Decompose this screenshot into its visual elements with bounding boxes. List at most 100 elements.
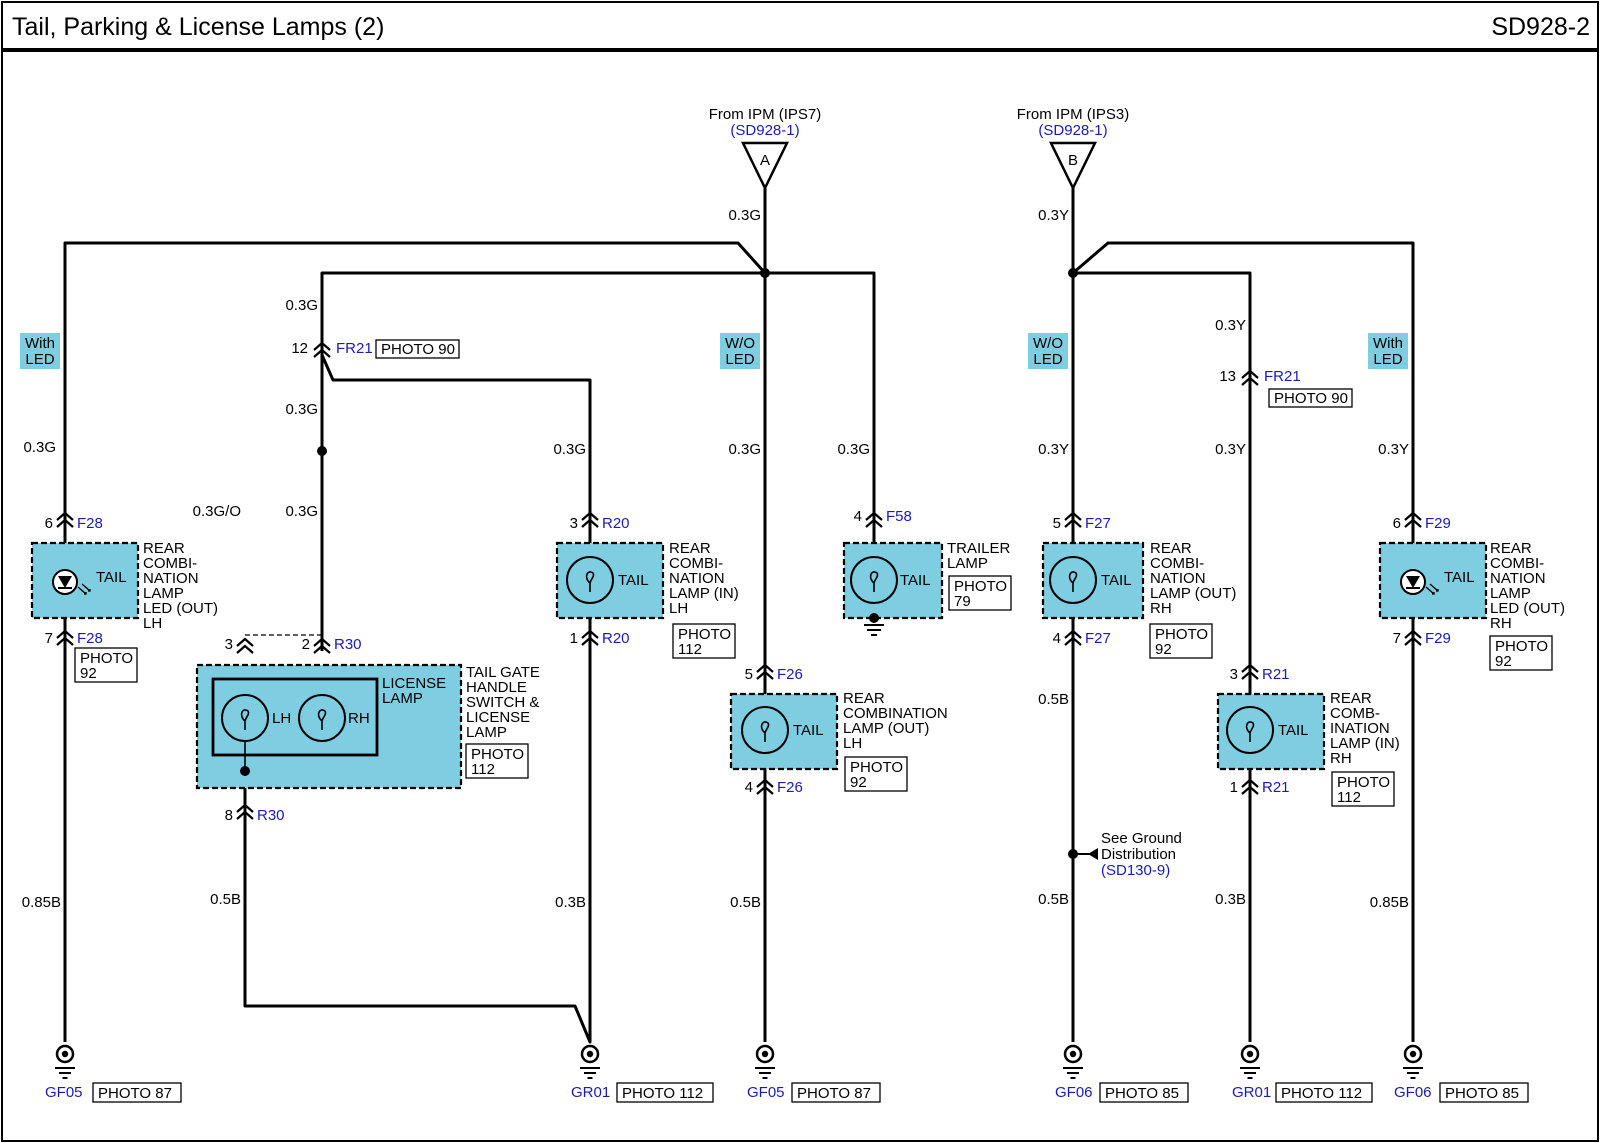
svg-text:4: 4 [745,779,753,796]
rear-combination-lamp-led-lh-label: REAR COMBI- NATION LAMP LED (OUT) LH [143,540,218,632]
svg-text:PHOTO 90: PHOTO 90 [381,341,455,358]
connector-f27-out: 4 F27 [1053,629,1111,647]
svg-text:COMBI-: COMBI- [143,555,197,572]
source-a-terminal-icon [740,141,790,191]
svg-text:NATION: NATION [1150,570,1206,587]
svg-text:TAIL: TAIL [96,569,127,586]
connector-fr21-b: 13 FR21 PHOTO 90 [1219,368,1353,408]
svg-text:6: 6 [1393,515,1401,532]
ground-gr01-left: GR01 PHOTO 112 [571,1044,714,1103]
svg-text:(SD130-9): (SD130-9) [1101,862,1170,879]
svg-text:F29: F29 [1425,630,1451,647]
svg-text:F28: F28 [77,630,103,647]
svg-text:0.3G: 0.3G [285,401,318,418]
svg-text:GF05: GF05 [747,1084,785,1101]
svg-text:NATION: NATION [669,570,725,587]
svg-text:PHOTO 112: PHOTO 112 [622,1085,703,1102]
svg-text:REAR: REAR [1330,690,1372,707]
connector-r30-b: 2 R30 [302,636,362,655]
svg-text:SWITCH &: SWITCH & [466,694,539,711]
ground-gf05-left: GF05 PHOTO 87 [45,1044,182,1103]
rear-combination-lamp-led-rh-label: REAR COMBI- NATION LAMP LED (OUT) RH [1490,540,1565,632]
svg-text:COMBI-: COMBI- [669,555,723,572]
svg-text:0.3B: 0.3B [555,894,586,911]
with-led-tag-left: With [25,335,55,352]
trailer-ground-icon [864,624,884,636]
svg-text:REAR: REAR [1150,540,1192,557]
svg-text:R20: R20 [602,630,630,647]
svg-text:92: 92 [850,774,867,791]
ground-gr01-right: GR01 PHOTO 112 [1232,1044,1373,1103]
svg-text:NATION: NATION [143,570,199,587]
wire-b-led-rh [1072,241,1415,1042]
svg-text:0.3G: 0.3G [728,441,761,458]
svg-text:R30: R30 [257,807,285,824]
svg-text:F28: F28 [77,515,103,532]
svg-text:Distribution: Distribution [1101,846,1176,863]
svg-text:LED: LED [1373,351,1402,368]
svg-text:LAMP (IN): LAMP (IN) [1330,735,1400,752]
svg-text:0.3Y: 0.3Y [1038,441,1069,458]
wire-a-license [243,271,765,1044]
ground-distribution-label: See Ground Distribution (SD130-9) [1101,830,1182,879]
svg-text:7: 7 [45,630,53,647]
svg-text:PHOTO 87: PHOTO 87 [797,1085,871,1102]
with-led-tag-right: With [1373,335,1403,352]
svg-text:LH: LH [272,710,291,727]
svg-text:R21: R21 [1262,779,1290,796]
source-b-terminal-icon [1048,141,1098,191]
svg-text:13: 13 [1219,368,1236,385]
svg-text:F26: F26 [777,779,803,796]
connector-f26-in: 5 F26 [745,663,803,683]
source-b-letter: B [1068,152,1078,169]
svg-text:LED: LED [725,351,754,368]
svg-text:NATION: NATION [1490,570,1546,587]
svg-text:5: 5 [745,666,753,683]
svg-text:0.85B: 0.85B [22,894,61,911]
svg-text:GR01: GR01 [571,1084,610,1101]
rear-combination-lamp-out-lh [729,692,839,771]
svg-text:PHOTO: PHOTO [1495,638,1548,655]
svg-text:0.3G: 0.3G [837,441,870,458]
svg-text:PHOTO: PHOTO [678,626,731,643]
rear-combination-lamp-out-rh-label: REAR COMBI- NATION LAMP (OUT) RH [1150,540,1236,617]
svg-text:8: 8 [225,807,233,824]
wire-labels: 0.3G 0.3Y 0.3G 0.3G 0.3G 0.3G/O 0.3G 0.3… [22,207,1409,911]
connector-f27-in: 5 F27 [1053,511,1111,532]
svg-text:0.3G: 0.3G [728,207,761,224]
svg-text:0.5B: 0.5B [210,891,241,908]
svg-text:LAMP (OUT): LAMP (OUT) [1150,585,1236,602]
svg-text:LED (OUT): LED (OUT) [143,600,218,617]
svg-text:0.3G: 0.3G [553,441,586,458]
connector-f28-out: 7 F28 [45,629,103,647]
svg-text:0.3B: 0.3B [1215,891,1246,908]
svg-text:LAMP (OUT): LAMP (OUT) [843,720,929,737]
svg-text:79: 79 [954,593,971,610]
ground-gf05-center: GF05 PHOTO 87 [747,1044,881,1103]
svg-text:PHOTO: PHOTO [1155,626,1208,643]
wo-led-tag-b: W/O [1033,335,1063,352]
svg-text:1: 1 [1230,779,1238,796]
connector-r20-in: 3 R20 [570,511,630,532]
svg-text:PHOTO 85: PHOTO 85 [1445,1085,1519,1102]
svg-text:FR21: FR21 [336,340,373,357]
svg-text:LAMP: LAMP [382,690,423,707]
connector-f26-out: 4 F26 [745,778,803,796]
ground-gf06-right: GF06 PHOTO 85 [1394,1044,1529,1103]
connector-r30-c: 8 R30 [225,803,285,824]
rear-combination-lamp-in-rh-label: REAR COMB- INATION LAMP (IN) RH [1330,690,1400,767]
svg-text:COMBINATION: COMBINATION [843,705,948,722]
svg-text:RH: RH [1150,600,1172,617]
rear-combination-lamp-out-lh-label: REAR COMBINATION LAMP (OUT) LH [843,690,948,752]
svg-text:F29: F29 [1425,515,1451,532]
trailer-lamp [842,541,944,620]
svg-text:COMB-: COMB- [1330,705,1380,722]
svg-text:PHOTO: PHOTO [471,746,524,763]
svg-text:COMBI-: COMBI- [1490,555,1544,572]
svg-text:7: 7 [1393,630,1401,647]
svg-text:112: 112 [471,761,495,778]
svg-text:0.5B: 0.5B [1038,891,1069,908]
svg-text:TAIL: TAIL [1278,722,1309,739]
svg-text:LED (OUT): LED (OUT) [1490,600,1565,617]
svg-text:112: 112 [678,641,702,658]
